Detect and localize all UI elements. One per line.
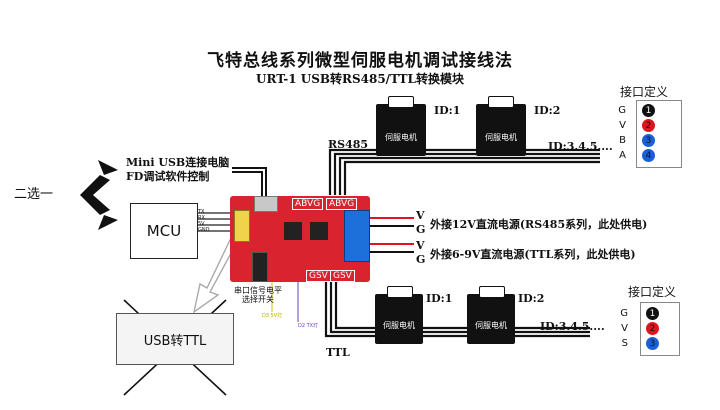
choose-arrows — [80, 160, 118, 230]
servo-bottom-2-label: 伺服电机 — [475, 321, 507, 330]
legend-top-pin-a: A 4 — [612, 148, 655, 163]
legend-bottom-pins: G 1 V 2 S 3 — [614, 306, 659, 351]
ic-chip — [284, 222, 302, 240]
legend-bottom-pin-v: V 2 — [614, 321, 659, 336]
gsv-connector-2: GSV — [330, 270, 355, 282]
servo-top-1-tab — [388, 96, 414, 108]
fd-software-label: FD调试软件控制 — [126, 170, 210, 183]
abvg-connector-1: ABVG — [292, 198, 324, 210]
legend-top-title: 接口定义 — [620, 85, 669, 99]
servo-bottom-id1: ID:1 — [426, 292, 453, 305]
usb-cable — [232, 167, 267, 200]
mini-usb-port — [254, 196, 278, 212]
abvg-connector-2: ABVG — [326, 198, 358, 210]
header-pins — [234, 210, 250, 242]
pin-dot-red: 2 — [646, 322, 659, 335]
legend-top-pin-v: V 2 — [612, 118, 655, 133]
servo-bottom-id2: ID:2 — [518, 292, 545, 305]
pin-dot-red: 2 — [642, 119, 655, 132]
legend-bottom-pin-g: G 1 — [614, 306, 659, 321]
usb-ttl-label: USB转TTL — [143, 333, 207, 349]
servo-bottom-2-tab — [479, 286, 505, 298]
servo-bottom-id-rest: ID:3.4.5.... — [540, 320, 605, 333]
servo-bottom-1: 伺服电机 — [375, 294, 423, 344]
usbttl-hollow-arrow — [192, 238, 237, 314]
gsv-connector-1: GSV — [306, 270, 331, 282]
level-switch — [252, 252, 268, 282]
d3-led-label: D3 5V灯 — [262, 313, 283, 319]
servo-bottom-1-tab — [387, 286, 413, 298]
servo-top-2: 伺服电机 — [476, 104, 526, 156]
legend-bottom-pin-s: S 3 — [614, 336, 659, 351]
diagram-subtitle: URT-1 USB转RS485/TTL转换模块 — [256, 72, 464, 86]
mcu-pin-rx: RX — [198, 215, 205, 221]
servo-bottom-1-label: 伺服电机 — [383, 321, 415, 330]
legend-bottom-title: 接口定义 — [628, 285, 677, 299]
mcu-pin-gnd: GND — [198, 227, 210, 233]
servo-top-1: 伺服电机 — [376, 104, 426, 156]
power-terminal — [344, 210, 370, 262]
legend-top-pin-b: B 3 — [612, 133, 655, 148]
mcu-pin-tx: TX — [198, 209, 205, 215]
legend-top-pin-g: G 1 — [612, 103, 655, 118]
rs485-label: RS485 — [328, 138, 369, 151]
power2-g: G — [416, 253, 426, 266]
power2-v: V — [416, 239, 425, 252]
servo-top-2-tab — [488, 96, 514, 108]
servo-top-id-rest: ID:3.4.5.... — [548, 140, 613, 153]
diagram-title: 飞特总线系列微型伺服电机调试接线法 — [207, 51, 513, 71]
level-switch-label: 串口信号电平 选择开关 — [234, 286, 282, 304]
ttl-label: TTL — [326, 346, 350, 359]
pin-dot-black: 1 — [642, 104, 655, 117]
mcu-label: MCU — [146, 222, 182, 240]
choose-one-label: 二选一 — [14, 187, 54, 202]
usb-connect-label: Mini USB连接电脑 — [126, 156, 230, 169]
legend-top-pins: G 1 V 2 B 3 A 4 — [612, 103, 655, 163]
servo-top-id2: ID:2 — [534, 104, 561, 117]
power-12v-label: 外接12V直流电源(RS485系列，此处供电) — [430, 218, 648, 231]
servo-bottom-2: 伺服电机 — [467, 294, 515, 344]
servo-top-2-label: 伺服电机 — [485, 133, 517, 142]
power-wires — [370, 217, 414, 253]
d2-led-label: D2 TX灯 — [298, 323, 319, 329]
pin-dot-blue: 3 — [642, 134, 655, 147]
ic-chip-2 — [310, 222, 328, 240]
mcu-pin-5v: 5V — [198, 221, 205, 227]
mcu-pin-labels: TX RX 5V GND — [198, 209, 209, 233]
usb-ttl-box: USB转TTL — [116, 313, 234, 365]
pin-dot-black: 1 — [646, 307, 659, 320]
mcu-box: MCU — [130, 203, 198, 259]
mcu-wires — [196, 212, 232, 232]
power1-g: G — [416, 223, 426, 236]
servo-top-id1: ID:1 — [434, 104, 461, 117]
power1-v: V — [416, 209, 425, 222]
power-6-9v-label: 外接6-9V直流电源(TTL系列，此处供电) — [430, 248, 636, 261]
pin-dot-blue: 3 — [646, 337, 659, 350]
servo-top-1-label: 伺服电机 — [385, 133, 417, 142]
pin-dot-blue: 4 — [642, 149, 655, 162]
